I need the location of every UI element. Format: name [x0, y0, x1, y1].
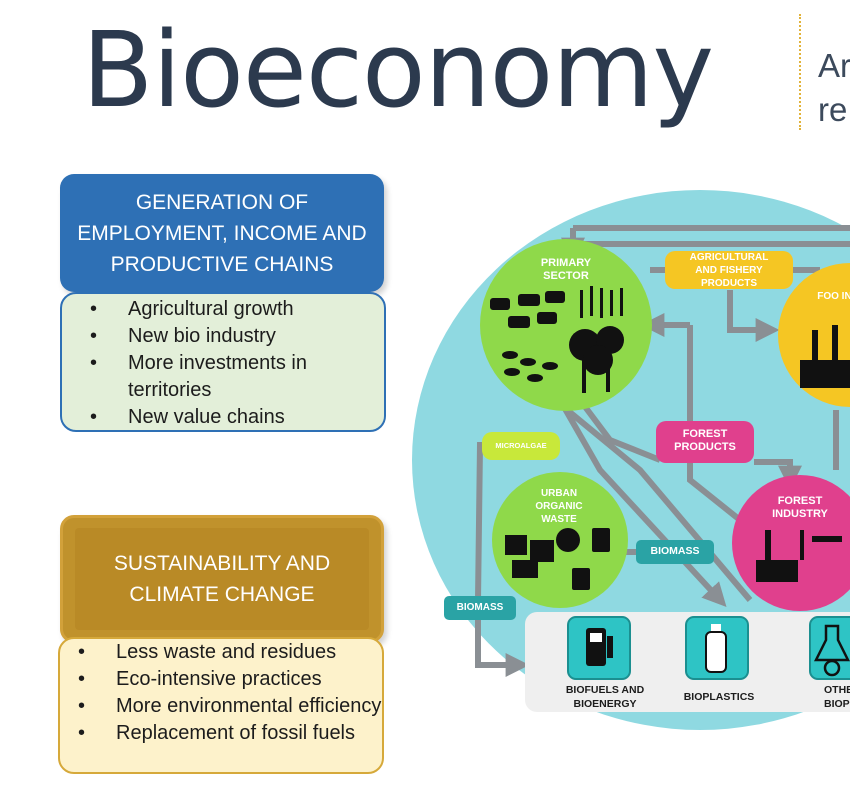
bottle-icon: [705, 624, 727, 673]
sustainability-header-text: SUSTAINABILITY AND CLIMATE CHANGE: [113, 552, 331, 606]
subtitle: Ar re: [818, 44, 850, 132]
agri-fishery-label: AGRICULTURAL AND FISHERY PRODUCTS: [689, 252, 769, 289]
title-divider: [799, 14, 801, 130]
flow-lines: [475, 225, 850, 677]
agri-fishery-chip: [665, 251, 793, 289]
subtitle-line-2: re: [818, 91, 848, 128]
fish-icon: [502, 351, 558, 382]
lab-flask-icon: [813, 624, 850, 677]
bioplastics-label: BIOPLASTICS: [683, 691, 755, 703]
crops-icon: [580, 286, 623, 318]
sustainability-header-inner: SUSTAINABILITY AND CLIMATE CHANGE: [75, 528, 369, 630]
forest-products-chip: [656, 421, 754, 463]
forest-icon: [569, 326, 624, 393]
livestock-icon: [490, 291, 565, 328]
microalgae-label: MICROALGAE: [495, 441, 547, 450]
list-item: More investments in territories: [62, 350, 384, 404]
biomass-right-label: BIOMASS: [650, 545, 700, 557]
sustainability-header: SUSTAINABILITY AND CLIMATE CHANGE: [60, 515, 384, 643]
list-item: New value chains: [62, 404, 384, 431]
list-item: More environmental efficiency: [60, 693, 382, 720]
sustainability-list: Less waste and residues Eco-intensive pr…: [58, 637, 384, 774]
forest-products-label: FOREST PRODUCTS: [674, 428, 736, 453]
sawmill-icon: [756, 530, 842, 582]
employment-header-text: GENERATION OF EMPLOYMENT, INCOME AND PRO…: [77, 190, 367, 276]
food-industry-label: FOO INDUS: [817, 291, 850, 302]
page-title: Bioeconomy: [82, 9, 714, 131]
primary-sector-label: PRIMARY SECTOR: [540, 257, 592, 282]
forest-industry-label: FOREST INDUSTRY: [772, 495, 828, 520]
urban-waste-label: URBAN ORGANIC WASTE: [535, 488, 583, 525]
list-item: Eco-intensive practices: [60, 666, 382, 693]
list-item: Less waste and residues: [60, 639, 382, 666]
list-item: Replacement of fossil fuels: [60, 720, 382, 747]
biomass-chip-right: [636, 540, 714, 564]
biomass-left-label: BIOMASS: [456, 602, 504, 613]
factory-icon: [800, 325, 850, 388]
employment-list: Agricultural growth New bio industry Mor…: [60, 292, 386, 432]
employment-header: GENERATION OF EMPLOYMENT, INCOME AND PRO…: [60, 174, 384, 292]
other-bioproducts-tile: [809, 616, 850, 680]
biomass-chip-left: [444, 596, 516, 620]
other-bioproducts-label: OTHE BIOPROD: [824, 684, 850, 710]
list-item: Agricultural growth: [62, 296, 384, 323]
biofuels-label: BIOFUELS AND BIOENERGY: [565, 684, 645, 710]
subtitle-line-1: Ar: [818, 47, 850, 84]
houses-icon: [505, 528, 610, 590]
fuel-pump-icon: [586, 628, 613, 666]
list-item: New bio industry: [62, 323, 384, 350]
microalgae-chip: [482, 432, 560, 460]
